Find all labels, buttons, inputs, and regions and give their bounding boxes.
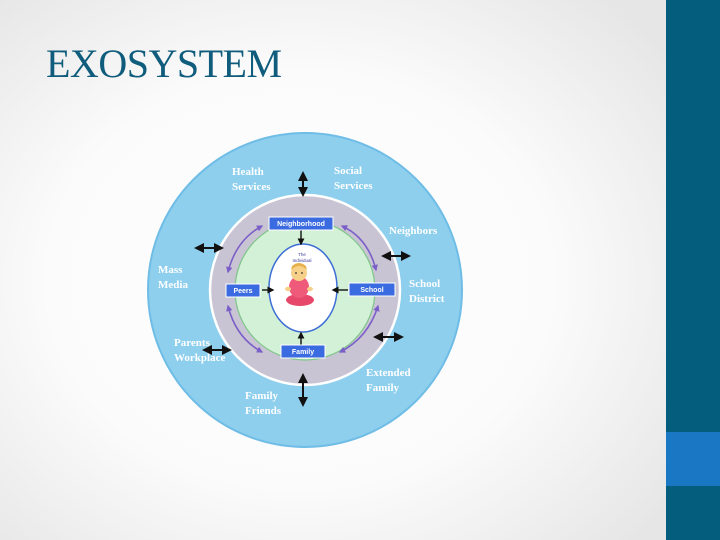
label-health-services: Health Services: [232, 166, 271, 193]
micro-connectors: [262, 230, 348, 345]
micro-box-neighborhood: Neighborhood: [268, 216, 334, 231]
svg-text:Media: Media: [158, 279, 188, 291]
individual-label-1: The: [298, 252, 306, 257]
side-accent-block: [666, 432, 720, 486]
svg-text:Family: Family: [366, 382, 399, 394]
arrow-purple-se: [338, 304, 380, 353]
label-social-services: Social Services: [334, 165, 373, 192]
svg-text:Family: Family: [292, 349, 314, 356]
micro-box-school: School: [348, 282, 396, 297]
label-school-district: School District: [409, 278, 445, 305]
svg-text:Extended: Extended: [366, 367, 411, 379]
svg-text:Workplace: Workplace: [174, 352, 225, 364]
micro-box-peers: Peers: [225, 283, 261, 298]
svg-text:Services: Services: [334, 180, 373, 192]
label-neighbors: Neighbors: [389, 225, 438, 237]
svg-text:Services: Services: [232, 181, 271, 193]
label-mass-media: Mass Media: [158, 264, 188, 291]
svg-text:Health: Health: [232, 166, 264, 178]
svg-text:Friends: Friends: [245, 405, 282, 417]
svg-text:School: School: [360, 287, 383, 294]
micro-box-family: Family: [280, 344, 326, 359]
arrow-purple-ne: [340, 225, 378, 272]
slide-title: EXOSYSTEM: [46, 41, 282, 86]
arrow-purple-nw: [226, 225, 264, 274]
arrow-purple-sw: [226, 304, 264, 353]
svg-text:District: District: [409, 293, 445, 305]
svg-text:School: School: [409, 278, 440, 290]
svg-text:Peers: Peers: [233, 288, 252, 295]
svg-text:Parents: Parents: [174, 337, 211, 349]
mesosystem-arrows: [226, 225, 380, 353]
svg-text:Social: Social: [334, 165, 362, 177]
svg-text:Neighborhood: Neighborhood: [277, 221, 325, 228]
individual-label-2: Individual: [292, 258, 311, 263]
svg-text:Family: Family: [245, 390, 278, 402]
label-family-friends: Family Friends: [245, 390, 282, 417]
seated-child-icon: [285, 263, 314, 306]
svg-text:Mass: Mass: [158, 264, 183, 276]
label-extended-family: Extended Family: [366, 367, 411, 394]
svg-text:Neighbors: Neighbors: [389, 225, 438, 237]
label-parents-workplace: Parents Workplace: [174, 337, 225, 364]
